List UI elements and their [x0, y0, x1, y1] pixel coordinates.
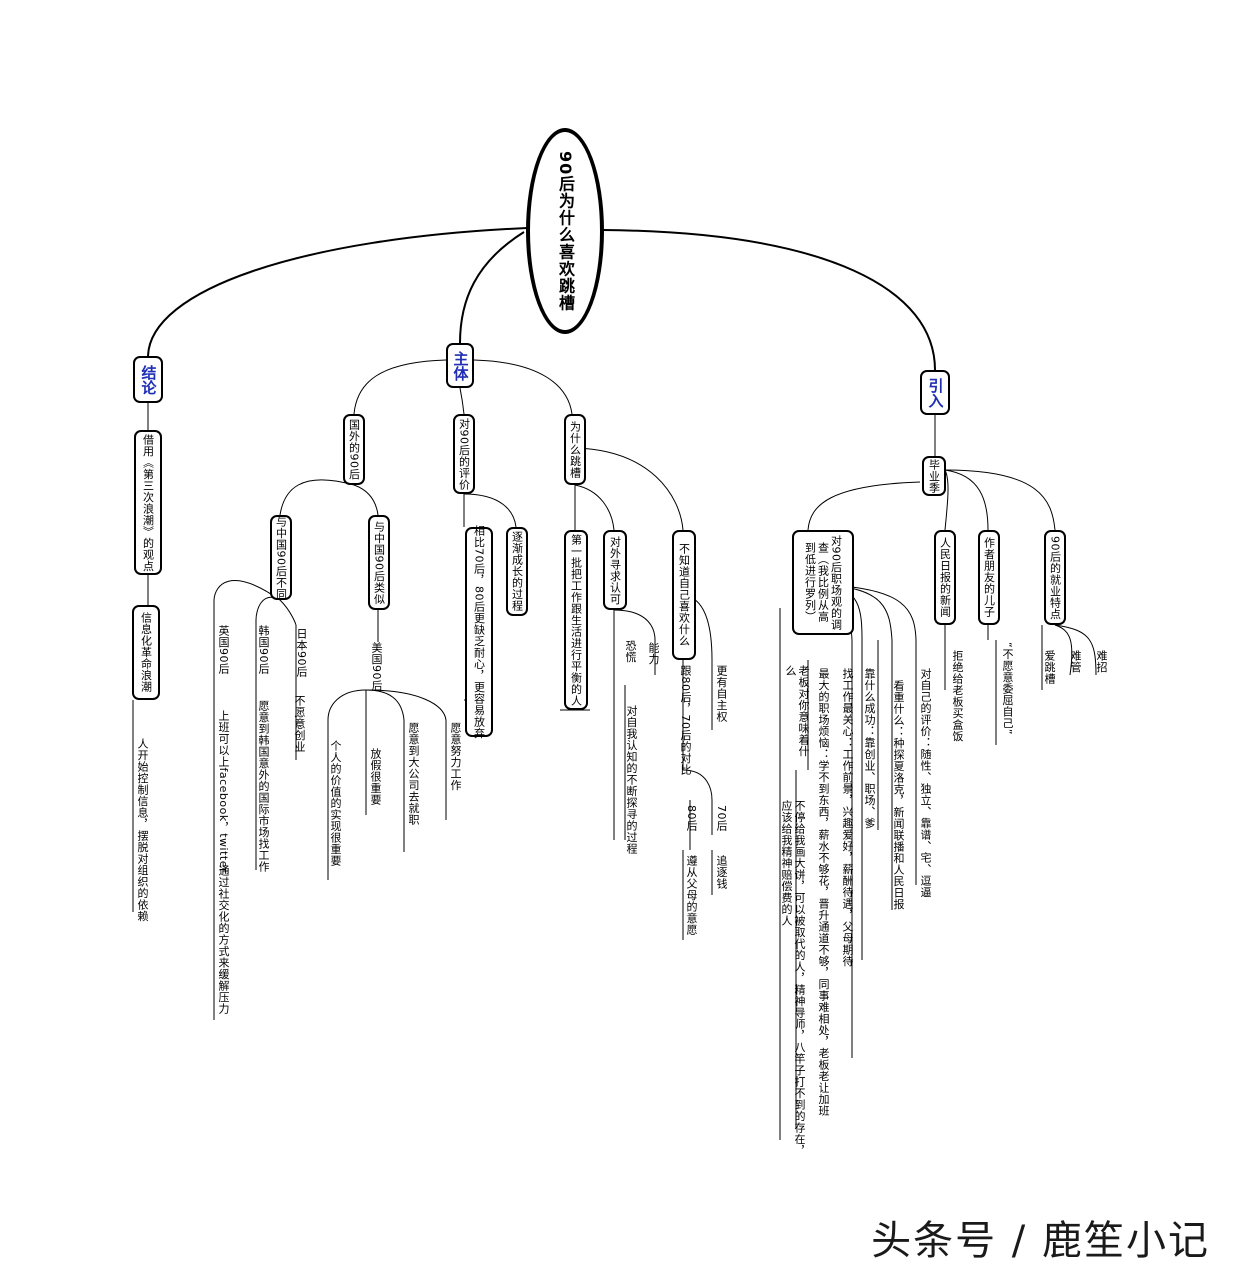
node-label: 借用《第三次浪潮》的观点 [141, 433, 155, 572]
leaf-refuse-lunch: 拒绝给老板买盒饭 [951, 650, 964, 742]
conclusion-node-info-revolution[interactable]: 信息化革命浪潮 [132, 605, 160, 700]
root-topic[interactable]: 90后为什么喜欢跳槽 [526, 128, 604, 334]
node-label: 对外寻求认可 [608, 535, 622, 605]
leaf-gen-80: 80后 [685, 805, 698, 832]
node-label: 与中国90后不同 [274, 515, 288, 600]
leaf-social-relief: 通过社交化的方式来缓解压力 [217, 865, 230, 1015]
category-conclusion-label: 结论 [139, 364, 158, 395]
node-less-patient[interactable]: 相比70后，80后更缺乏耐心，更容易放弃 [465, 525, 493, 739]
node-survey[interactable]: 到低进行罗列） 查（我比例从高 对90后职场观的调 [792, 530, 854, 635]
leaf-hard-manage: 难管 [1069, 650, 1082, 673]
leaf-korea-90s: 韩国90后 [257, 625, 270, 675]
node-label: 毕业季 [927, 458, 941, 494]
leaf-self-exploration: 对自我认知的不断探寻的过程 [625, 705, 638, 855]
node-label: 对90后的评价 [457, 417, 471, 491]
node-label-line-2: 查（我比例从高 [816, 542, 830, 623]
leaf-uk-90s: 英国90后 [217, 625, 230, 675]
node-label: 作者朋友的儿子 [982, 537, 996, 618]
node-peoples-daily-news[interactable]: 人民日报的新闻 [934, 530, 956, 625]
node-unknown-likes[interactable]: 不知道自己喜欢什么 [672, 530, 696, 660]
leaf-uk-facebook: 上班可以上facebook，twitter [217, 710, 230, 874]
leaf-panic: 恐慌 [624, 640, 637, 663]
node-similar-to-china[interactable]: 与中国90后类似 [368, 515, 390, 610]
node-label: 与中国90后类似 [372, 520, 386, 605]
leaf-ability: 能力 [647, 642, 660, 665]
node-label: 为什么跳槽 [568, 420, 582, 479]
leaf-chase-money: 追逐钱 [715, 855, 728, 890]
leaf-gen-70: 70后 [715, 805, 728, 832]
watermark-text: 头条号 / 鹿笙小记 [871, 1218, 1210, 1264]
leaf-self-evaluation: 对自己的评价：随性、独立、靠谱、宅、逗逼 [919, 668, 932, 898]
leaf-work-hard: 愿意努力工作 [449, 722, 462, 791]
leaf-hard-recruit: 难招 [1095, 650, 1108, 673]
leaf-japan-no-startup: 不愿意创业 [293, 695, 306, 753]
leaf-boss-meaning: 么 老板对你意味着什 [784, 665, 810, 757]
node-employment-traits[interactable]: 90后的就业特点 [1044, 530, 1066, 625]
leaf-vacation: 放假很重要 [369, 748, 382, 806]
root-title: 90后为什么喜欢跳槽 [556, 150, 575, 312]
category-body[interactable]: 主体 [446, 343, 474, 388]
leaf-work-troubles: 最大的职场烦恼：学不到东西，薪水不够花，晋升通道不够，同事难相处，老板老让加班 [817, 668, 830, 1117]
node-seek-recognition[interactable]: 对外寻求认可 [603, 530, 627, 610]
leaf-what-matters: 看重什么：种探夏洛克，新闻联播和人民日报 [892, 680, 905, 910]
node-authors-friends-son[interactable]: 作者朋友的儿子 [978, 530, 1000, 625]
leaf-job-concerns: 找工作最关心：工作前景，兴趣爱好，薪酬待遇，父母期待 [841, 668, 854, 967]
node-first-balance[interactable]: 第一批把工作跟生活进行平衡的人 [564, 530, 588, 710]
leaf-boss-answer-line-1: 不停给我画大饼，可以被取代的人，精神导师，八竿子打不到的存在， [793, 800, 806, 1157]
leaf-love-job-hop: 爱跳槽 [1043, 650, 1056, 685]
leaf-japan-90s: 日本90后 [295, 628, 308, 678]
node-evaluation[interactable]: 对90后的评价 [453, 414, 475, 494]
category-body-label: 主体 [451, 350, 470, 381]
leaf-big-company: 愿意到大公司去就职 [407, 722, 420, 826]
node-label-line-3: 到低进行罗列） [803, 542, 817, 623]
node-label: 第一批把工作跟生活进行平衡的人 [569, 533, 583, 707]
node-label: 人民日报的新闻 [938, 537, 952, 618]
node-label: 信息化革命浪潮 [139, 612, 153, 693]
leaf-not-wronged: “不愿意委屈自己” [1001, 642, 1014, 735]
node-label-line-1: 对90后职场观的调 [829, 534, 843, 631]
node-graduation-season[interactable]: 毕业季 [922, 456, 946, 496]
leaf-more-autonomy: 更有自主权 [715, 665, 728, 723]
leaf-success-path: 靠什么成功：靠创业、职场、爹 [863, 668, 876, 829]
conclusion-node-third-wave[interactable]: 借用《第三次浪潮》的观点 [134, 430, 162, 575]
category-intro-label: 引入 [926, 377, 945, 408]
node-growing-process[interactable]: 逐渐成长的过程 [506, 527, 528, 616]
node-label: 国外的90后 [347, 419, 361, 480]
node-label: 不知道自己喜欢什么 [677, 543, 691, 647]
node-label: 相比70后，80后更缺乏耐心，更容易放弃 [472, 525, 486, 739]
node-label: 90后的就业特点 [1048, 535, 1062, 620]
leaf-obey-parents: 遵从父母的意愿 [685, 855, 698, 936]
node-differ-from-china[interactable]: 与中国90后不同 [270, 515, 292, 600]
node-abroad-90s[interactable]: 国外的90后 [343, 414, 365, 485]
node-label: 逐渐成长的过程 [510, 531, 524, 612]
leaf-us-90s: 美国90后 [370, 642, 383, 692]
leaf-boss-answer: 应该给我精神赔偿费的人 不停给我画大饼，可以被取代的人，精神导师，八竿子打不到的… [780, 800, 806, 1157]
leaf-boss-meaning-line-2: 么 [784, 665, 797, 677]
leaf-korea-intl-market: 愿意到韩国意外的国际市场找工作 [257, 700, 270, 873]
category-intro[interactable]: 引入 [920, 370, 950, 415]
conclusion-leaf: 人开始控制信息，摆脱对组织的依赖 [136, 738, 149, 922]
leaf-personal-value: 个人的价值的实现很重要 [329, 740, 342, 867]
node-why-job-hop[interactable]: 为什么跳槽 [564, 414, 586, 485]
category-conclusion[interactable]: 结论 [133, 356, 163, 403]
leaf-boss-answer-line-2: 应该给我精神赔偿费的人 [780, 800, 793, 927]
leaf-boss-meaning-line-1: 老板对你意味着什 [797, 665, 810, 757]
leaf-compare-generations: 跟80后，70后的对比 [679, 665, 692, 776]
